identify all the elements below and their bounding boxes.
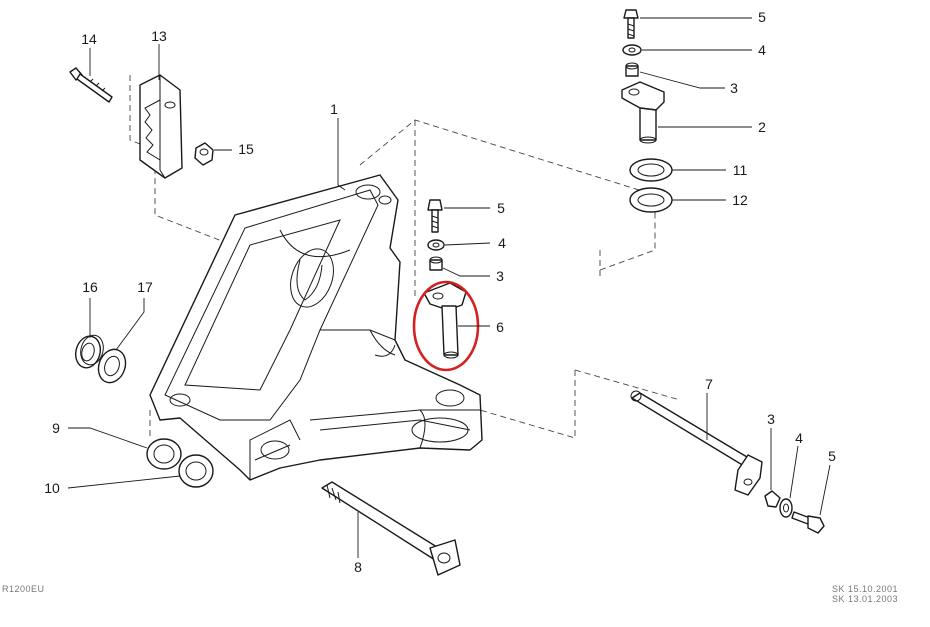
callout-15: 15 — [238, 141, 254, 157]
ring-part-17 — [97, 348, 127, 384]
callout-labels: 1 2 3 3 3 4 4 4 5 5 5 6 7 8 9 10 11 12 1… — [44, 9, 836, 575]
callout-4-right: 4 — [795, 430, 803, 446]
callout-14: 14 — [81, 31, 97, 47]
bushing-part-3-middle — [429, 256, 443, 271]
callout-13: 13 — [151, 28, 167, 44]
bolt-part-5-middle — [427, 199, 443, 233]
bolt-part-14 — [69, 67, 113, 103]
callout-7: 7 — [705, 376, 713, 392]
washer-part-4-middle — [427, 239, 445, 251]
seal-part-16 — [74, 334, 104, 369]
callout-9: 9 — [52, 420, 60, 436]
pin-part-8 — [321, 481, 461, 576]
washer-part-4-right — [779, 498, 793, 518]
callout-5-top: 5 — [758, 9, 766, 25]
callout-3-middle: 3 — [496, 268, 504, 284]
callout-3-right: 3 — [767, 411, 775, 427]
bolt-part-5-right — [791, 511, 825, 534]
model-code: R1200EU — [2, 584, 45, 594]
washer-part-9 — [146, 438, 182, 470]
clamp-bracket-part-13 — [139, 74, 183, 179]
bushing-part-3-right — [764, 490, 781, 508]
callout-16: 16 — [82, 279, 98, 295]
swing-frame-part-1 — [149, 174, 483, 481]
pin-part-6 — [423, 282, 467, 359]
bushing-part-3-top — [625, 62, 639, 77]
callout-4-top: 4 — [758, 42, 766, 58]
callout-12: 12 — [732, 192, 748, 208]
washer-part-10 — [178, 454, 214, 488]
signoff-line-2: SK 13.01.2003 — [832, 594, 898, 604]
pin-part-7 — [630, 390, 763, 496]
callout-11: 11 — [733, 162, 748, 178]
signoff-line-1: SK 15.10.2001 — [832, 584, 898, 594]
callout-10: 10 — [44, 480, 60, 496]
washer-part-12 — [629, 187, 673, 213]
bolt-part-5-top — [623, 9, 639, 39]
callout-6: 6 — [496, 319, 504, 335]
callout-5-middle: 5 — [497, 200, 505, 216]
washer-part-4-top — [622, 44, 642, 56]
callout-1: 1 — [330, 101, 338, 117]
washer-part-11 — [629, 158, 673, 182]
pin-part-2 — [621, 81, 665, 144]
callout-8: 8 — [354, 559, 362, 575]
callout-17: 17 — [137, 279, 153, 295]
callout-3-top: 3 — [730, 80, 738, 96]
callout-4-middle: 4 — [498, 235, 506, 251]
callout-5-right: 5 — [828, 448, 836, 464]
leader-lines — [67, 17, 831, 558]
callout-2: 2 — [758, 119, 766, 135]
nut-part-15 — [194, 142, 214, 166]
